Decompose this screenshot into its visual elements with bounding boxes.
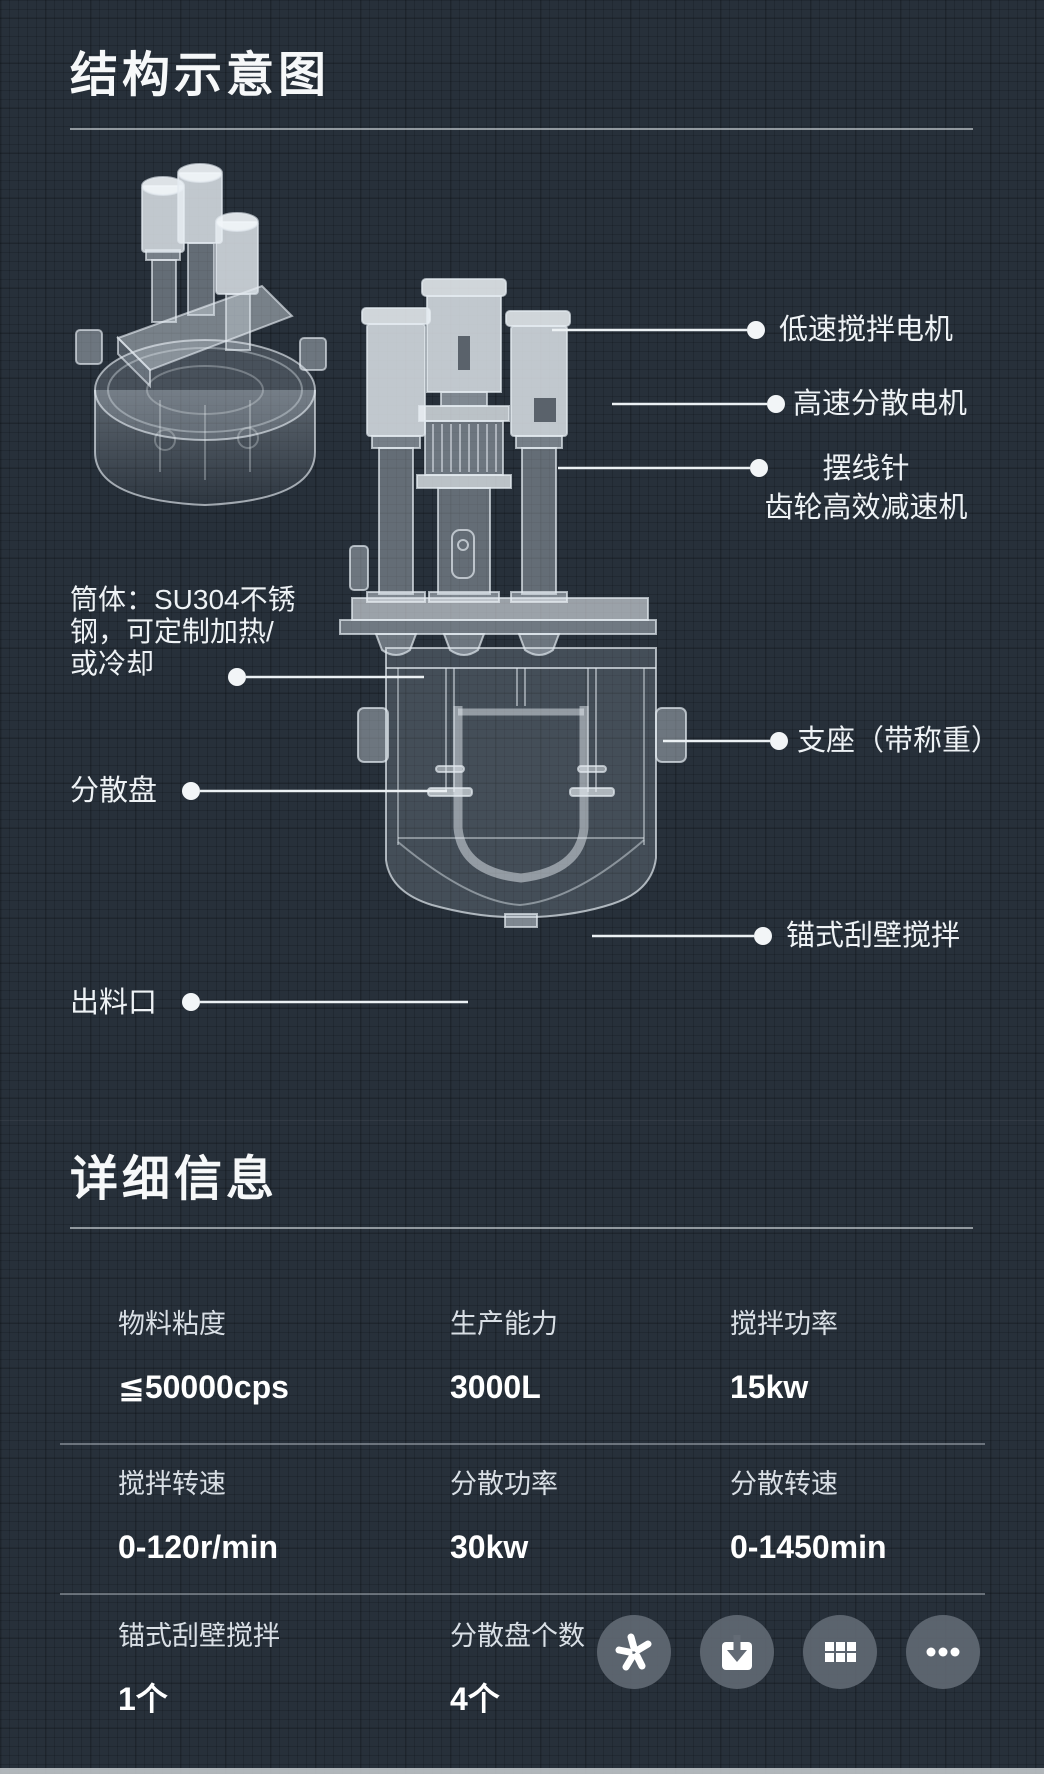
small-vessel-illustration xyxy=(75,163,327,507)
callout-low-speed-motor: 低速搅拌电机 xyxy=(779,314,954,346)
asterisk-button[interactable] xyxy=(597,1615,671,1689)
more-button[interactable] xyxy=(906,1615,980,1689)
bottom-edge-strip xyxy=(0,1768,1044,1774)
spec-value: 30kw xyxy=(450,1528,529,1565)
spec-dispersion-power: 分散功率 30kw xyxy=(450,1469,750,1565)
callout-high-speed-disperser-motor: 高速分散电机 xyxy=(793,388,968,420)
structure-title-rule xyxy=(70,128,973,130)
spec-anchor-scraper-count: 锚式刮壁搅拌 1个 xyxy=(118,1621,418,1717)
callout-cycloidal-gear-reducer: 摆线针 齿轮高效减速机 xyxy=(740,450,992,528)
spec-dispersion-speed: 分散转速 0-1450min xyxy=(730,1469,1030,1565)
main-vessel-illustration xyxy=(339,278,687,928)
details-section-title: 详细信息 xyxy=(70,1153,279,1206)
spec-mixing-power: 搅拌功率 15kw xyxy=(730,1309,1030,1405)
spec-divider xyxy=(60,1593,985,1595)
spec-label: 物料粘度 xyxy=(118,1309,226,1339)
spec-production-capacity: 生产能力 3000L xyxy=(450,1309,750,1405)
spec-divider xyxy=(60,1443,985,1445)
structure-section-title: 结构示意图 xyxy=(70,49,331,102)
spec-value: 3000L xyxy=(450,1368,541,1405)
callout-line: 钢，可定制加热/ xyxy=(70,616,274,647)
spec-label: 分散转速 xyxy=(730,1469,838,1499)
callout-anchor-wall-scraper: 锚式刮壁搅拌 xyxy=(786,920,961,952)
spec-label: 生产能力 xyxy=(450,1309,558,1339)
spec-value: 1个 xyxy=(118,1680,168,1717)
spec-label: 搅拌转速 xyxy=(118,1469,226,1499)
spec-label: 锚式刮壁搅拌 xyxy=(118,1621,280,1651)
callout-line: 筒体：SU304不锈 xyxy=(70,584,296,615)
spec-value: 0-120r/min xyxy=(118,1528,279,1565)
spec-label: 分散盘个数 xyxy=(450,1621,585,1651)
callout-tank-body-material: 筒体：SU304不锈 钢，可定制加热/ 或冷却 xyxy=(70,584,296,680)
callout-support-with-weighing: 支座（带称重） xyxy=(797,725,1001,757)
spec-label: 分散功率 xyxy=(450,1469,558,1499)
callout-line: 齿轮高效减速机 xyxy=(764,492,968,524)
download-button[interactable] xyxy=(700,1615,774,1689)
spec-mixing-speed: 搅拌转速 0-120r/min xyxy=(118,1469,418,1565)
spec-value: 0-1450min xyxy=(730,1528,887,1565)
more-icon xyxy=(926,1647,960,1657)
details-title-rule xyxy=(70,1227,973,1229)
grid-icon xyxy=(825,1642,856,1662)
spec-value: ≦50000cps xyxy=(118,1368,289,1405)
callout-line: 摆线针 xyxy=(822,453,910,485)
callout-dispersion-disc: 分散盘 xyxy=(70,775,158,807)
spec-value: 4个 xyxy=(450,1680,500,1717)
grid-button[interactable] xyxy=(803,1615,877,1689)
callout-discharge-outlet: 出料口 xyxy=(70,987,158,1019)
spec-value: 15kw xyxy=(730,1368,809,1405)
spec-dispersion-disc-count: 分散盘个数 4个 xyxy=(450,1621,750,1717)
callout-line: 或冷却 xyxy=(70,648,155,679)
spec-label: 搅拌功率 xyxy=(730,1309,838,1339)
asterisk-icon xyxy=(615,1633,652,1671)
download-icon xyxy=(722,1635,752,1670)
spec-material-viscosity: 物料粘度 ≦50000cps xyxy=(118,1309,418,1405)
image-seam xyxy=(0,1120,1044,1121)
